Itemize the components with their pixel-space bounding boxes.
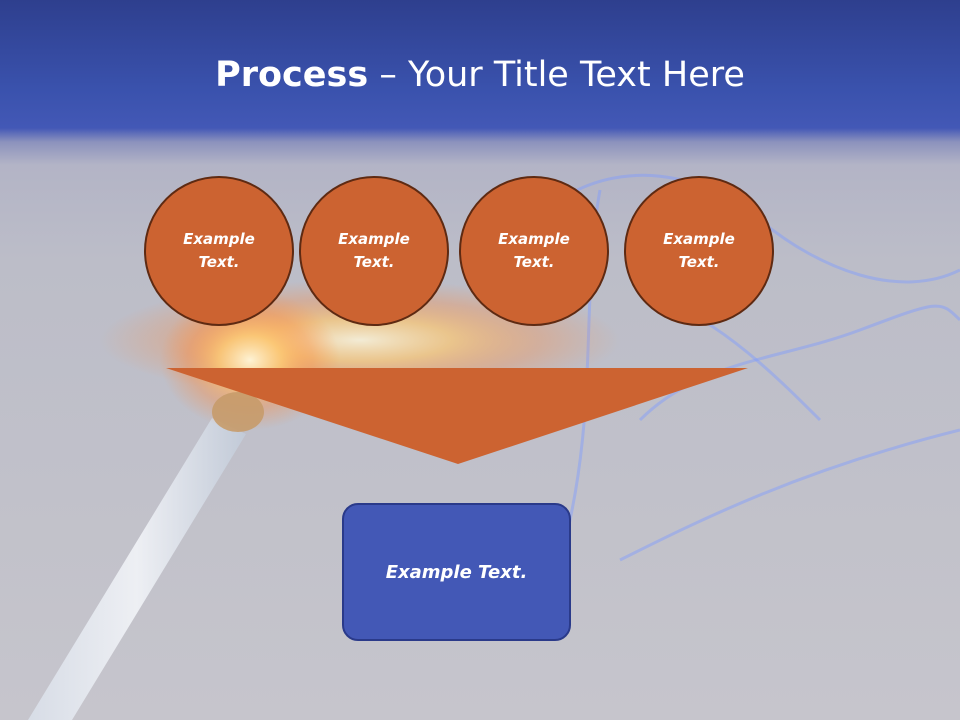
result-label: Example Text. [385, 561, 528, 583]
funnel-triangle [166, 368, 748, 464]
title-rest: Your Title Text Here [407, 55, 745, 95]
title-bold: Process [215, 55, 369, 95]
match-head [212, 392, 264, 432]
title-dash: – [379, 55, 397, 95]
slide-title: Process – Your Title Text Here [0, 52, 960, 98]
result-box[interactable]: Example Text. [342, 503, 571, 641]
match-stick [28, 418, 246, 720]
